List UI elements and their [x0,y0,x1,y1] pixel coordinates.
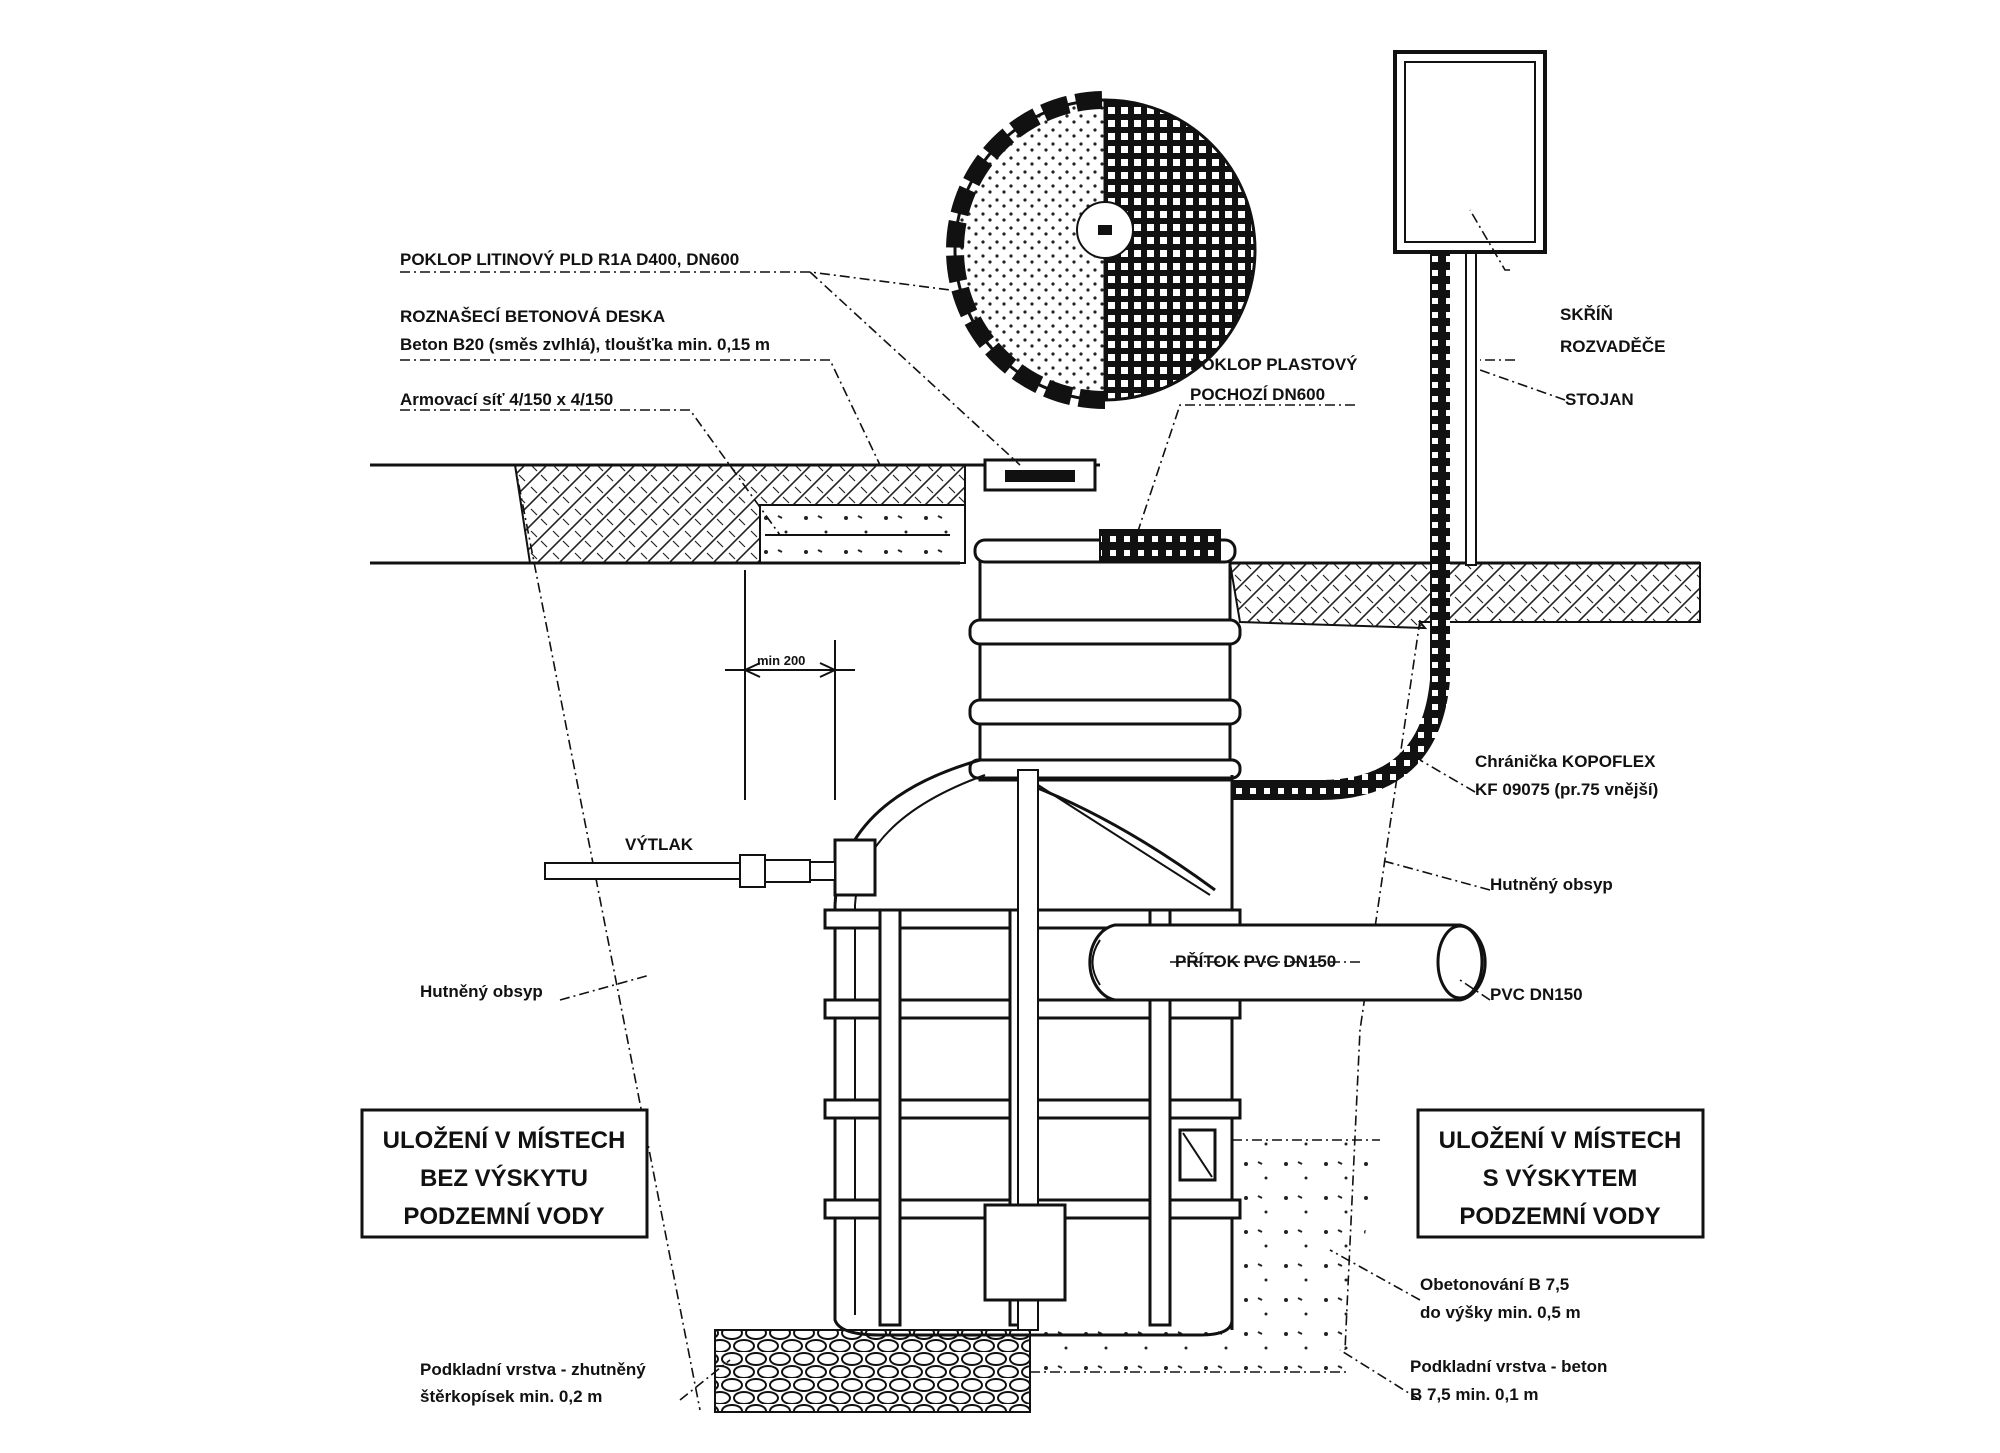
label-podkladni-right-2: B 7,5 min. 0,1 m [1410,1385,1539,1404]
labels: POKLOP LITINOVÝ PLD R1A D400, DN600 ROZN… [400,250,1665,1406]
label-roznaseci-deska: ROZNAŠECÍ BETONOVÁ DESKA [400,307,665,326]
label-podkladni-left-2: štěrkopísek min. 0,2 m [420,1387,602,1406]
stand-post [1465,249,1477,566]
label-stojan: STOJAN [1565,390,1634,409]
label-pvc: PVC DN150 [1490,985,1583,1004]
label-skrin-2: ROZVADĚČE [1560,337,1665,356]
leader-lines [400,209,1566,1401]
inflow-pipe [1088,923,1487,1002]
tank [823,538,1242,1337]
note-right-line-3: PODZEMNÍ VODY [1459,1202,1660,1230]
note-left-line-3: PODZEMNÍ VODY [403,1202,604,1230]
label-min200: min 200 [757,653,805,668]
note-left-line-1: ULOŽENÍ V MÍSTECH [383,1126,626,1154]
label-chranicka-2: KF 09075 (pr.75 vnější) [1475,780,1658,799]
note-box-right: ULOŽENÍ V MÍSTECH S VÝSKYTEM PODZEMNÍ VO… [1416,1108,1705,1239]
note-left-line-2: BEZ VÝSKYTU [420,1164,588,1192]
label-pritok: PŘÍTOK PVC DN150 [1175,952,1336,971]
label-beton-b20: Beton B20 (směs zvlhlá), tloušťka min. 0… [400,335,770,354]
plastic-lid [1099,529,1221,561]
pavement-layer-right [1228,562,1701,630]
label-poklop-litinovy: POKLOP LITINOVÝ PLD R1A D400, DN600 [400,250,739,269]
discharge-pipe [544,854,836,888]
note-box-left: ULOŽENÍ V MÍSTECH BEZ VÝSKYTU PODZEMNÍ V… [360,1108,649,1239]
label-hutneny-right: Hutněný obsyp [1490,875,1613,894]
label-vytlak: VÝTLAK [625,835,694,854]
label-obetonovani-1: Obetonování B 7,5 [1420,1275,1569,1294]
cover-detail [946,91,1257,409]
label-armovaci-sit: Armovací síť 4/150 x 4/150 [400,390,613,409]
note-right-line-1: ULOŽENÍ V MÍSTECH [1439,1126,1682,1154]
label-chranicka-1: Chránička KOPOFLEX [1475,752,1656,771]
cast-iron-cover [983,458,1097,492]
pavement-layer-left [513,464,966,564]
gravel-bedding [714,1329,1031,1413]
label-podkladni-right-1: Podkladní vrstva - beton [1410,1357,1607,1376]
switch-cabinet [1393,50,1547,254]
label-poklop-plastovy-2: POCHOZÍ DN600 [1190,385,1325,404]
kopoflex-conduit [1232,250,1450,800]
label-skrin-1: SKŘÍŇ [1560,305,1613,324]
label-podkladni-left-1: Podkladní vrstva - zhutněný [420,1360,646,1379]
concrete-encasement [1030,1139,1380,1373]
label-obetonovani-2: do výšky min. 0,5 m [1420,1303,1581,1322]
note-right-line-2: S VÝSKYTEM [1483,1164,1638,1192]
label-poklop-plastovy-1: POKLOP PLASTOVÝ [1190,355,1358,374]
label-hutneny-left: Hutněný obsyp [420,982,543,1001]
